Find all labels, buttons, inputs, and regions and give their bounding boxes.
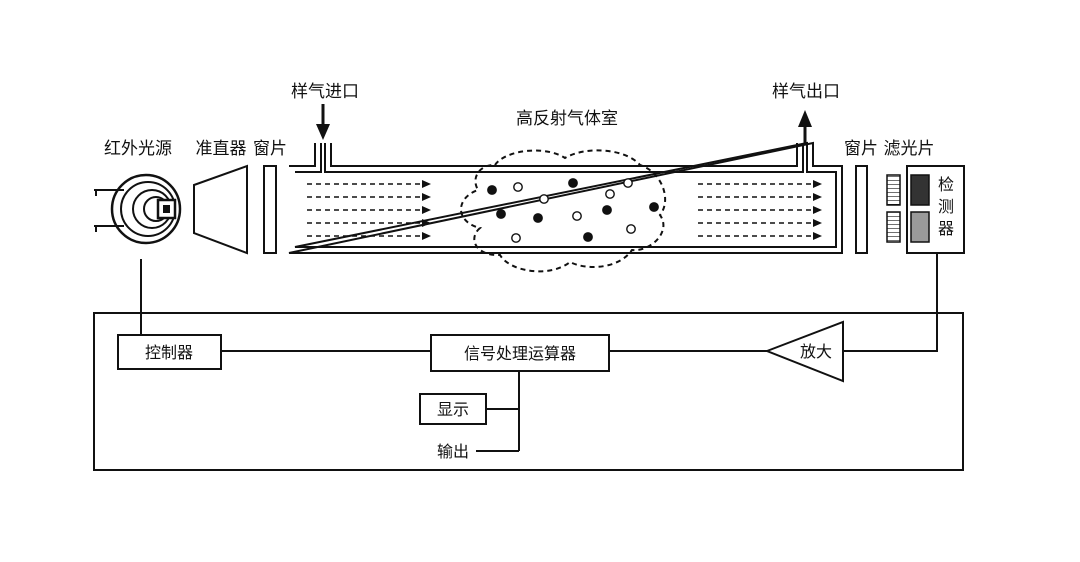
collimator-label: 准直器	[196, 139, 247, 159]
filled-particle	[583, 232, 593, 242]
window-left	[263, 165, 277, 254]
filled-particle	[649, 202, 659, 212]
hollow-particle	[511, 233, 521, 243]
display-label: 显示	[437, 400, 469, 419]
detector-label-3: 器	[938, 219, 954, 238]
hollow-particle	[572, 211, 582, 221]
ir-source-label: 红外光源	[104, 139, 172, 159]
gas-particles	[487, 178, 659, 243]
window-left-label: 窗片	[253, 139, 287, 159]
ir-source	[94, 173, 182, 245]
beam-right-arrowhead	[813, 193, 822, 201]
filter-top	[886, 174, 901, 206]
filter-label: 滤光片	[884, 139, 935, 159]
wiring	[140, 253, 938, 452]
beam-right-arrowhead	[813, 180, 822, 188]
filled-particle	[568, 178, 578, 188]
beam-right-arrowhead	[813, 232, 822, 240]
filled-particle	[496, 209, 506, 219]
controller-label: 控制器	[145, 343, 193, 362]
hollow-particle	[626, 224, 636, 234]
beam-left-arrowhead	[422, 219, 431, 227]
signal-processor-box: 信号处理运算器	[430, 334, 610, 372]
display-box: 显示	[419, 393, 487, 425]
window-right-label: 窗片	[844, 139, 878, 159]
detector-label-1: 检	[938, 175, 954, 194]
window-right	[855, 165, 868, 254]
gas-chamber	[288, 141, 843, 254]
signal-processor-label: 信号处理运算器	[464, 344, 576, 363]
hollow-particle	[539, 194, 549, 204]
gas-inlet-label: 样气进口	[291, 82, 359, 102]
detector: 检 测 器	[906, 165, 965, 254]
gas-outlet-arrow	[798, 110, 812, 144]
hollow-particle	[513, 182, 523, 192]
gas-inlet-arrow	[316, 104, 330, 140]
beam-left-arrowhead	[422, 180, 431, 188]
filled-particle	[533, 213, 543, 223]
light-beam-right	[698, 180, 822, 240]
hollow-particle	[605, 189, 615, 199]
filter-bottom	[886, 211, 901, 243]
amplifier-label: 放大	[800, 342, 832, 361]
control-panel-frame	[93, 312, 964, 471]
gas-outlet-label: 样气出口	[772, 82, 840, 102]
filled-particle	[487, 185, 497, 195]
gas-chamber-label: 高反射气体室	[516, 109, 618, 129]
amplifier: 放大	[764, 320, 844, 383]
filled-particle	[602, 205, 612, 215]
beam-right-arrowhead	[813, 219, 822, 227]
detector-label-2: 测	[938, 197, 954, 216]
hollow-particle	[623, 178, 633, 188]
beam-left-arrowhead	[422, 232, 431, 240]
light-beam-left	[307, 180, 431, 240]
beam-right-arrowhead	[813, 206, 822, 214]
beam-left-arrowhead	[422, 206, 431, 214]
collimator	[193, 164, 248, 255]
beam-left-arrowhead	[422, 193, 431, 201]
controller-box: 控制器	[117, 334, 222, 370]
output-label: 输出	[437, 442, 469, 461]
